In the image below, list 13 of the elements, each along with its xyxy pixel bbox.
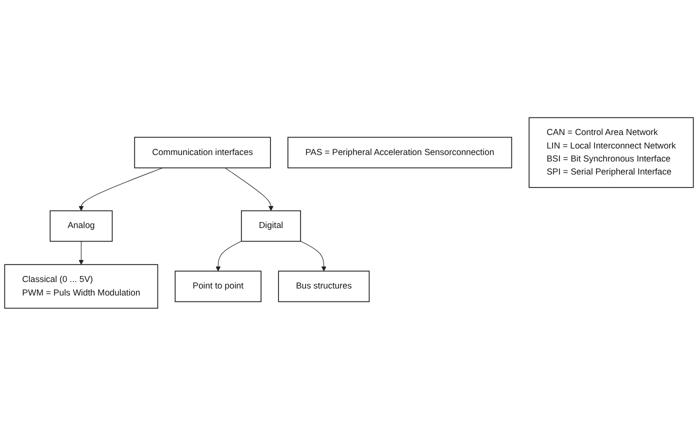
node-box: CAN = Control Area Network LIN = Local Interconnect Network BSI = Bit Synchronous Interface SPI = Serial Peripheral Interface (528, 116, 694, 188)
node-box: Communication interfaces (134, 136, 271, 168)
arrow (78, 240, 84, 264)
arrow (78, 167, 163, 211)
arrow (224, 167, 274, 211)
arrow (300, 240, 326, 271)
node-box: Analog (50, 210, 113, 242)
node-box: PAS = Peripheral Acceleration Sensorconnection (287, 136, 512, 168)
node-box: Classical (0 ... 5V) PWM = Puls Width Modulation (4, 264, 158, 308)
arrow (216, 240, 242, 271)
node-box: Digital (240, 210, 301, 242)
node-box: Point to point (174, 270, 262, 302)
node-box: Bus structures (278, 270, 370, 302)
